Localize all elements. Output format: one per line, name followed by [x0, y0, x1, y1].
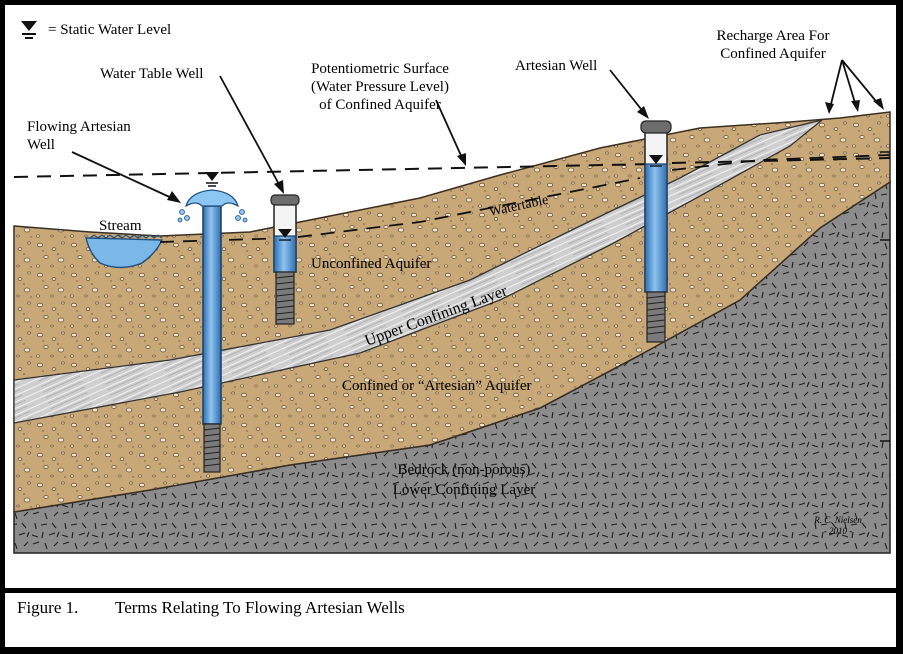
unconfined-aquifer-label: Unconfined Aquifer — [311, 256, 431, 272]
aquifer-diagram: = Static Water Level Flowing Artesian We… — [13, 21, 891, 554]
recharge-area-label-line1: Recharge Area For — [716, 28, 829, 44]
bedrock-label-line1: Bedrock (non-porous) — [398, 462, 531, 478]
legend-text: = Static Water Level — [48, 22, 171, 38]
figure-number: Figure 1. — [17, 598, 79, 617]
signature-line1: R. C. Nielsen — [813, 515, 862, 525]
flowing-artesian-well-label-line1: Flowing Artesian — [27, 119, 131, 135]
upper-confining-layer-band — [13, 119, 823, 424]
caption-bar: Figure 1. Terms Relating To Flowing Arte… — [5, 593, 896, 647]
diagram-panel: = Static Water Level Flowing Artesian We… — [5, 5, 896, 588]
leader-arrows — [71, 59, 881, 201]
stream-ripples — [89, 234, 163, 239]
right-edge-ticks — [880, 151, 890, 442]
watertable-line — [159, 177, 641, 243]
potentiometric-surface-line-right — [671, 157, 891, 164]
potentiometric-surface-label-line1: Potentiometric Surface — [311, 61, 449, 77]
water-level-triangle-icon — [21, 21, 37, 39]
flowing-artesian-well — [177, 172, 248, 473]
recharge-area-label-line2: Confined Aquifer — [720, 46, 825, 62]
potentiometric-surface-label-line3: of Confined Aquifer — [319, 97, 441, 113]
signature-line2: - 2010 - — [824, 526, 853, 536]
water-table-well — [270, 194, 300, 325]
artesian-well — [640, 120, 672, 343]
flowing-artesian-well-label-line2: Well — [27, 137, 55, 153]
watertable-line-right — [671, 154, 891, 171]
arrow-heads — [167, 98, 884, 203]
artesian-well-label: Artesian Well — [515, 58, 597, 74]
water-table-well-label: Water Table Well — [100, 66, 203, 82]
stream-label: Stream — [99, 218, 142, 234]
bedrock-label-line2: Lower Confining Layer — [393, 482, 535, 498]
stream-water — [85, 237, 164, 269]
potentiometric-surface-line — [13, 163, 656, 178]
potentiometric-surface-label-line2: (Water Pressure Level) — [311, 79, 449, 95]
confined-aquifer-label: Confined or “Artesian” Aquifer — [342, 378, 532, 394]
figure-caption: Terms Relating To Flowing Artesian Wells — [115, 598, 405, 617]
